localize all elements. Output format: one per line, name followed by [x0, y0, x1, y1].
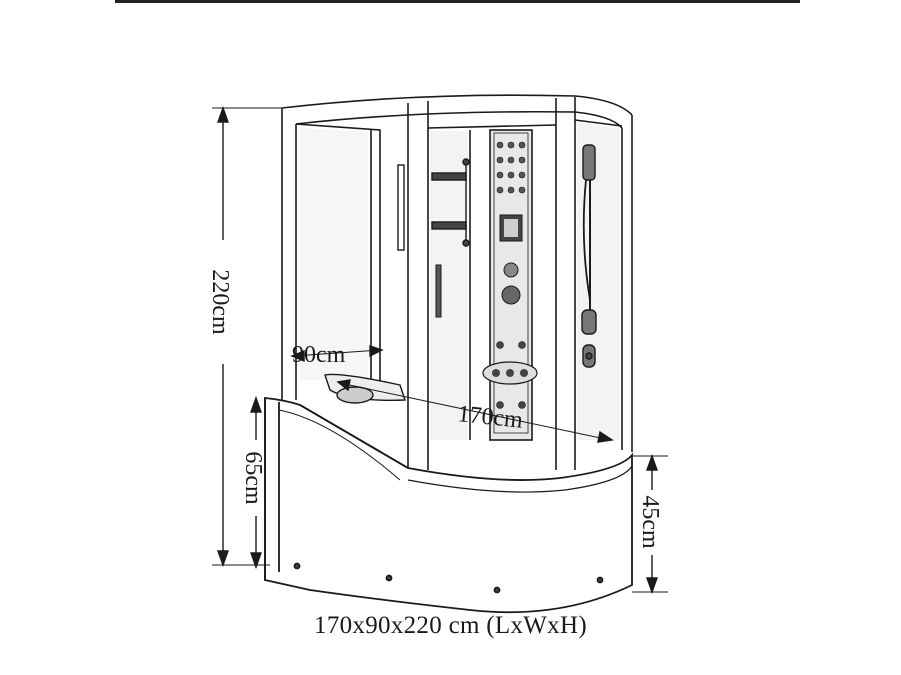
- dim-label-height: 220cm: [207, 269, 233, 335]
- control-knob-top: [503, 262, 519, 278]
- glass-door-panel: [430, 131, 468, 440]
- hand-shower: [581, 144, 597, 368]
- control-knob-main: [501, 285, 521, 305]
- dim-label-depth: 90cm: [292, 342, 346, 368]
- door-handle: [435, 264, 442, 318]
- cabin-outline: [281, 94, 633, 470]
- dimension-lines: [212, 105, 668, 595]
- towel-rail: [397, 158, 470, 251]
- dimensions-caption: 170x90x220 cm (LxWxH): [314, 612, 587, 639]
- dim-label-tub-left: 65cm: [240, 451, 266, 505]
- dim-label-tub-right: 45cm: [637, 495, 663, 549]
- control-panel: [482, 129, 538, 441]
- glass-back-left: [300, 128, 368, 380]
- bathtub-base: [264, 397, 633, 614]
